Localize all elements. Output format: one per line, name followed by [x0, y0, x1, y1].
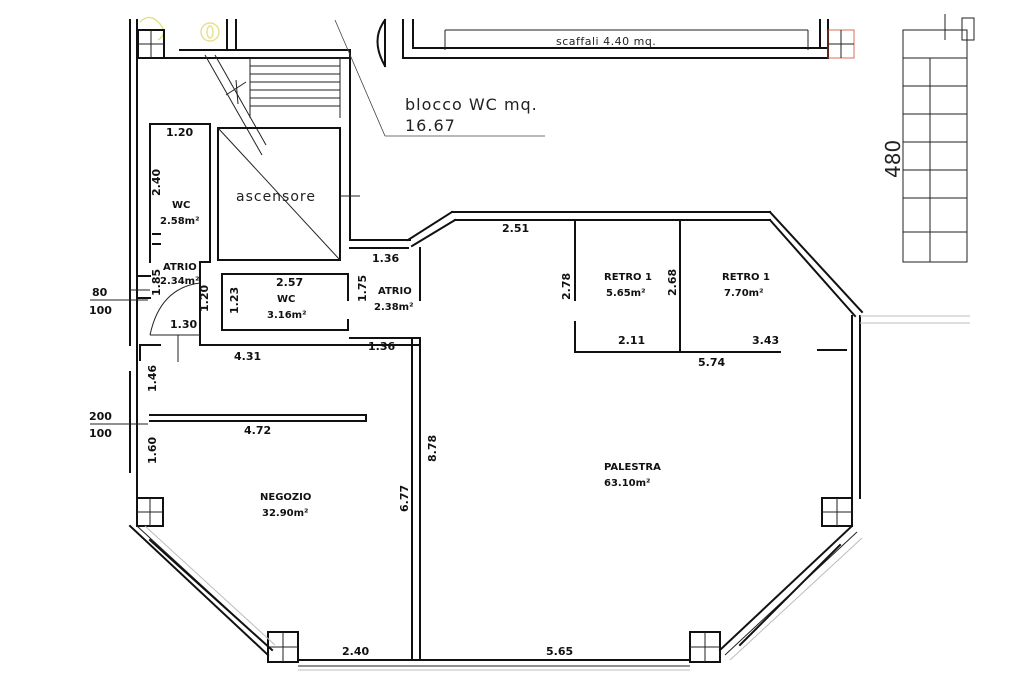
opening-width: 80: [92, 286, 108, 299]
room-area: 3.16m²: [267, 310, 306, 321]
room-name: PALESTRA: [604, 462, 661, 473]
opening-labels: 80 100 200 100: [89, 286, 112, 440]
room-area: 63.10m²: [604, 478, 650, 489]
room-labels: WC 2.58m² ATRIO 2.34m² WC 3.16m² ATRIO 2…: [160, 200, 770, 519]
opening-height: 100: [89, 427, 112, 440]
room-name: ATRIO: [163, 262, 197, 273]
room-name: WC: [277, 294, 295, 305]
dim-label: 1.85: [150, 269, 163, 296]
dim-label: 2.40: [342, 645, 369, 658]
dim-label: 2.57: [276, 276, 303, 289]
room-name: WC: [172, 200, 190, 211]
room-area: 32.90m²: [262, 508, 308, 519]
elevator-label: ascensore: [236, 189, 316, 205]
dim-label: 5.65: [546, 645, 573, 658]
dim-label: 8.78: [426, 435, 439, 462]
external-grid: [902, 14, 975, 263]
opening-height: 100: [89, 304, 112, 317]
dim-label: 2.11: [618, 334, 645, 347]
dim-label: 2.68: [666, 269, 679, 296]
interior-walls: [129, 123, 970, 661]
room-name: RETRO 1: [604, 272, 652, 283]
dim-label: 1.75: [356, 275, 369, 302]
wc-block-label: blocco WC mq.: [405, 95, 538, 114]
room-name: RETRO 1: [722, 272, 770, 283]
dimensions: 1.20 2.40 1.85 1.20 1.30 2.57 1.23 1.75 …: [146, 126, 779, 658]
staircase: [204, 54, 350, 156]
dim-label: 2.51: [502, 222, 529, 235]
outer-walls: [129, 18, 829, 346]
yellow-sketch: [139, 16, 220, 42]
room-area: 2.34m²: [160, 276, 199, 287]
side-dimension: 480: [881, 140, 905, 178]
dim-label: 1.20: [198, 285, 211, 312]
dim-label: 1.36: [372, 252, 399, 265]
dim-label: 2.78: [560, 273, 573, 300]
wc-block-area: 16.67: [405, 116, 456, 135]
room-name: NEGOZIO: [260, 492, 311, 503]
dim-label: 4.31: [234, 350, 261, 363]
opening-width: 200: [89, 410, 112, 423]
dim-label: 1.36: [368, 340, 395, 353]
shelves-label: scaffali 4.40 mq.: [556, 35, 656, 48]
room-area: 7.70m²: [724, 288, 763, 299]
dim-label: 6.77: [398, 485, 411, 512]
wc-block-leader: [334, 19, 386, 137]
dim-label: 4.72: [244, 424, 271, 437]
glass-facades: [128, 524, 863, 671]
room-area: 2.58m²: [160, 216, 199, 227]
dim-label: 1.23: [228, 287, 241, 314]
room-area: 5.65m²: [606, 288, 645, 299]
dim-label: 1.46: [146, 365, 159, 392]
dim-label: 5.74: [698, 356, 725, 369]
dim-label: 1.20: [166, 126, 193, 139]
room-area: 2.38m²: [374, 302, 413, 313]
dim-label: 2.40: [150, 169, 163, 196]
pillars: [136, 29, 855, 663]
window-marks: [90, 289, 150, 425]
dim-label: 3.43: [752, 334, 779, 347]
room-name: ATRIO: [378, 286, 412, 297]
dim-label: 1.30: [170, 318, 197, 331]
dim-label: 1.60: [146, 437, 159, 464]
